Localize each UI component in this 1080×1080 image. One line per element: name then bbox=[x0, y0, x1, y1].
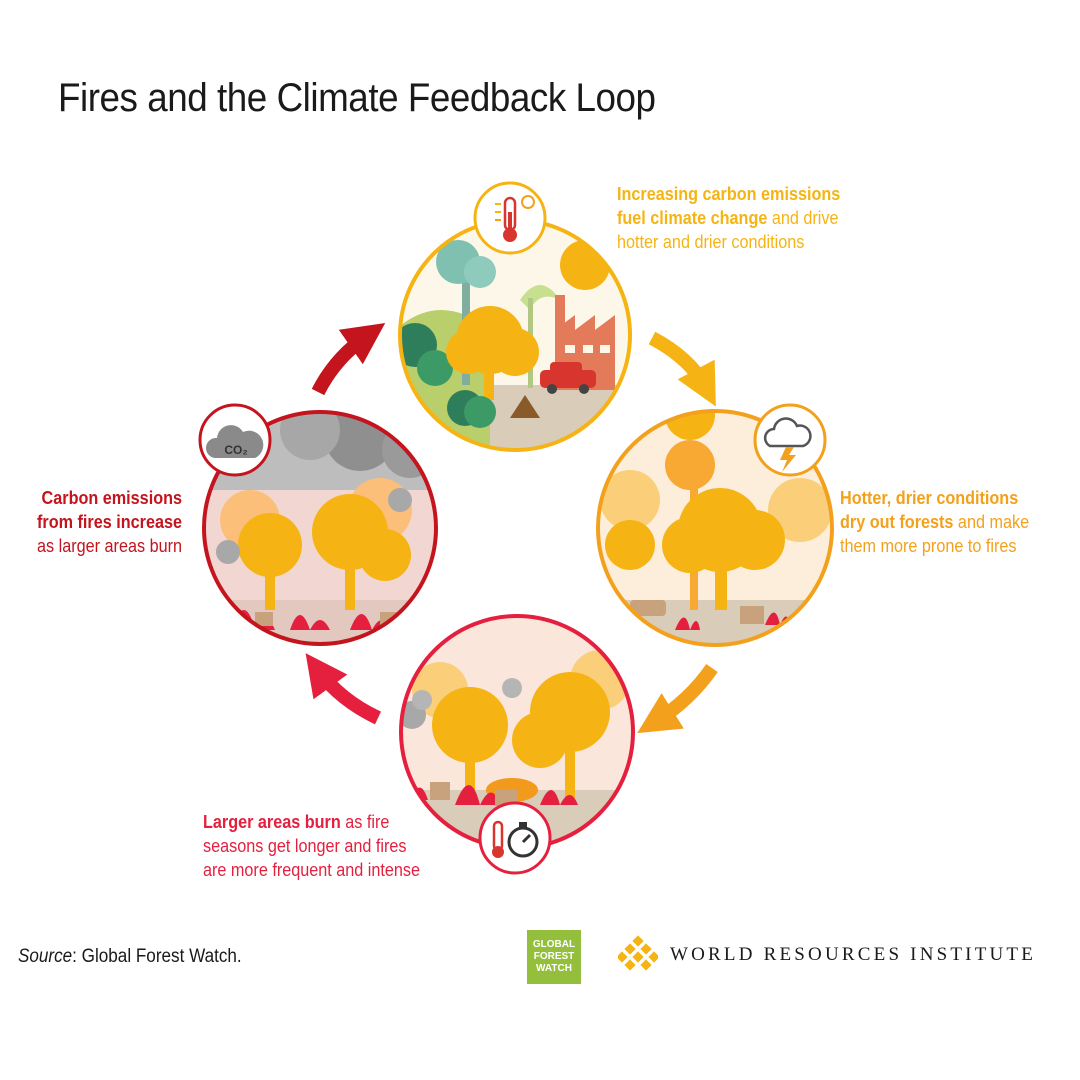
caption-emissions: Carbon emissions from fires increase as … bbox=[37, 488, 182, 556]
thermometer-sun-icon bbox=[473, 181, 547, 255]
arrow-drying-to-burning bbox=[637, 663, 718, 734]
caption-burning: Larger areas burn as fire seasons get lo… bbox=[203, 812, 421, 880]
global-forest-watch-logo: GLOBAL FOREST WATCH bbox=[527, 930, 581, 984]
caption-drying: Hotter, drier conditions dry out forests… bbox=[840, 488, 1030, 556]
page-title: Fires and the Climate Feedback Loop bbox=[58, 76, 656, 120]
wri-logo-icon bbox=[618, 935, 658, 971]
arrow-climate-to-drying bbox=[648, 331, 716, 407]
circle-climate-scene bbox=[398, 218, 632, 452]
caption-climate: Increasing carbon emissions fuel climate… bbox=[617, 184, 841, 252]
thermometer-stopwatch-icon bbox=[478, 801, 552, 875]
co2-label: CO₂ bbox=[224, 443, 247, 457]
source-note: Source: Global Forest Watch. bbox=[18, 946, 242, 967]
circle-emissions-scene bbox=[202, 410, 438, 646]
arrow-emissions-to-climate bbox=[311, 322, 386, 396]
co2-cloud-icon: CO₂ bbox=[198, 403, 272, 477]
storm-cloud-icon bbox=[753, 403, 827, 477]
arrow-burning-to-emissions bbox=[305, 653, 382, 725]
wri-wordmark: WORLD RESOURCES INSTITUTE bbox=[670, 944, 1037, 965]
